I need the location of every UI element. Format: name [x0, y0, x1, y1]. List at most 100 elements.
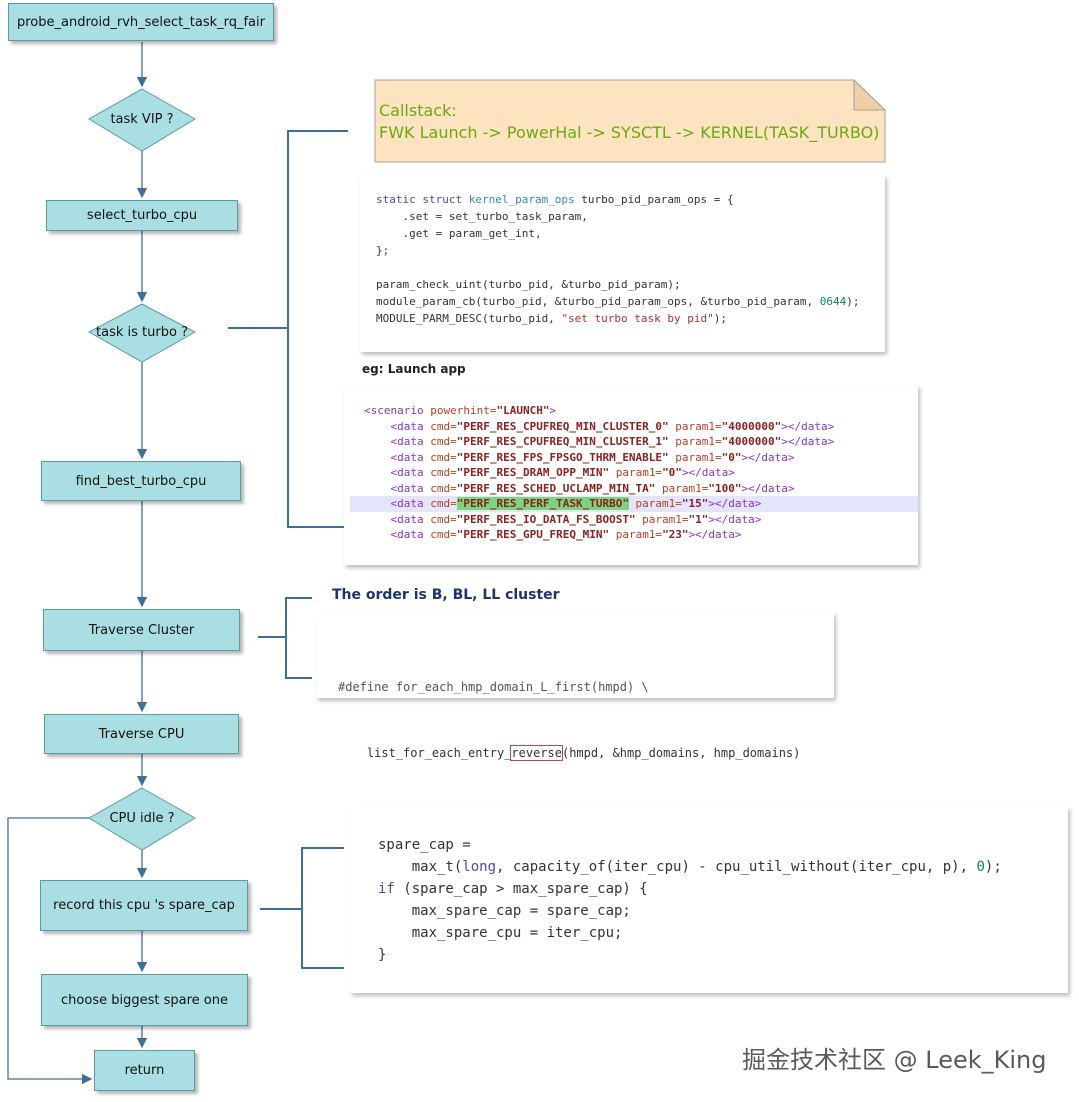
code_param-line: param_check_uint(turbo_pid, &turbo_pid_p… — [376, 276, 885, 293]
code_param-token: .set = set_turbo_task_param, — [376, 210, 588, 223]
xml-token: cmd= — [423, 419, 457, 433]
xml-token: cmd= — [423, 497, 457, 510]
task-vip-label: task VIP ? — [110, 111, 174, 127]
data-row: <data cmd="PERF_RES_FPS_FPSGO_THRM_ENABL… — [364, 450, 918, 466]
xml-token: ></data> — [781, 419, 835, 433]
code_spare-token: (spare_cap > max_spare_cap) { — [394, 881, 648, 897]
code_param-token: module_param_cb(turbo_pid, &turbo_pid_pa… — [376, 295, 820, 308]
xml-token: cmd= — [423, 528, 457, 541]
choose-biggest-node: choose biggest spare one — [41, 974, 248, 1026]
cluster-order-caption: The order is B, BL, LL cluster — [332, 587, 560, 603]
code_spare-token: spare_cap = — [378, 837, 471, 853]
data-row: <data cmd="PERF_RES_CPUFREQ_MIN_CLUSTER_… — [364, 434, 918, 450]
code_spare-token: max_t( — [378, 859, 463, 875]
xml-token: <data — [390, 419, 424, 433]
xml-token: cmd= — [423, 450, 457, 464]
start-node: probe_android_rvh_select_task_rq_fair — [8, 3, 274, 41]
xml-token: <data — [390, 512, 424, 526]
code_spare-line: if (spare_cap > max_spare_cap) { — [378, 878, 1068, 900]
xml-token: "PERF_RES_SCHED_UCLAMP_MIN_TA" — [456, 481, 656, 495]
xml-token: "23" — [662, 528, 689, 541]
code_param-token: "set turbo task by pid" — [561, 312, 714, 325]
xml-token: ></data> — [708, 512, 762, 526]
xml-token: "PERF_RES_DRAM_OPP_MIN" — [456, 466, 610, 479]
bracket-spare — [301, 847, 344, 969]
xml-token: param1= — [668, 419, 722, 433]
data-row: <data cmd="PERF_RES_SCHED_UCLAMP_MIN_TA"… — [364, 481, 918, 497]
code_param-token: kernel_param_ops — [468, 193, 575, 206]
xml-token: ></data> — [741, 481, 795, 495]
code_param-line: .set = set_turbo_task_param, — [376, 208, 885, 225]
code_param-line — [376, 259, 885, 276]
code_spare-token: max_spare_cpu = iter_cpu; — [378, 925, 623, 941]
task-is-turbo-label: task is turbo ? — [96, 324, 188, 340]
xml-token: "0" — [721, 450, 742, 464]
code-domain: #define for_each_hmp_domain_L_first(hmpd… — [338, 632, 834, 808]
code_param-token: ); — [846, 295, 860, 308]
xml-token: ></data> — [688, 528, 742, 541]
define-line: #define for_each_hmp_domain_L_first(hmpd… — [338, 680, 649, 694]
xml-token: "4000000" — [721, 419, 782, 433]
code_param-token: ); — [713, 312, 728, 325]
xml-token: "100" — [708, 481, 742, 495]
watermark: 掘金技术社区 @ Leek_King — [742, 1046, 1047, 1074]
bracket-cluster — [285, 597, 312, 679]
xml-token: "PERF_RES_CPUFREQ_MIN_CLUSTER_0" — [456, 419, 669, 433]
xml-token: param1= — [668, 435, 722, 448]
xml-token: "PERF_RES_PERF_TASK_TURBO" — [456, 497, 629, 510]
xml-token: "PERF_RES_GPU_FREQ_MIN" — [456, 528, 610, 541]
code_param-line: }; — [376, 242, 885, 259]
code_param-token: static struct — [376, 193, 469, 206]
xml-token: cmd= — [423, 435, 457, 448]
bracket-turbo — [287, 130, 348, 528]
code_param-token: MODULE_PARM_DESC(turbo_pid, — [376, 312, 562, 325]
scenario-token: powerhint= — [423, 404, 497, 417]
code_param-token: param_check_uint(turbo_pid, &turbo_pid_p… — [376, 278, 681, 291]
xml-token: "PERF_RES_CPUFREQ_MIN_CLUSTER_1" — [456, 435, 669, 448]
xml-token: <data — [390, 528, 424, 541]
traverse-cluster-node: Traverse Cluster — [43, 609, 240, 651]
xml-token: "4000000" — [721, 435, 782, 448]
code_spare-line: max_t(long, capacity_of(iter_cpu) - cpu_… — [378, 856, 1068, 878]
code_param-line: static struct kernel_param_ops turbo_pid… — [376, 191, 885, 208]
code_param-line: .get = param_get_int, — [376, 225, 885, 242]
xml-token: "0" — [662, 466, 682, 479]
xml-token: cmd= — [423, 481, 457, 495]
code_param-line: MODULE_PARM_DESC(turbo_pid, "set turbo t… — [376, 310, 885, 327]
scenario-token: <scenario — [364, 404, 424, 417]
xml-token: param1= — [609, 528, 663, 541]
xml-token: "1" — [688, 512, 709, 526]
code_spare-line: spare_cap = — [378, 834, 1068, 856]
code_spare-token: 0 — [976, 859, 985, 875]
xml-token: <data — [390, 450, 424, 464]
callstack-title: Callstack: — [379, 101, 457, 120]
code_spare-line: max_spare_cpu = iter_cpu; — [378, 922, 1068, 944]
cpu-idle-label: CPU idle ? — [109, 810, 175, 826]
data-row: <data cmd="PERF_RES_CPUFREQ_MIN_CLUSTER_… — [364, 419, 918, 435]
code-panel-domain: #define for_each_hmp_domain_L_first(hmpd… — [316, 612, 834, 761]
code-panel-param-ops: static struct kernel_param_ops turbo_pid… — [360, 175, 885, 352]
xml-token: ></data> — [781, 435, 835, 448]
code_spare-token: ); — [984, 859, 1002, 875]
code_spare-token: long — [462, 859, 497, 875]
data-row: <data cmd="PERF_RES_IO_DATA_FS_BOOST" pa… — [364, 512, 918, 528]
callstack-note — [374, 78, 887, 163]
xml-token: param1= — [609, 466, 663, 479]
xml-token: cmd= — [423, 512, 457, 526]
scenario-token: "LAUNCH" — [496, 404, 550, 417]
xml-token: <data — [390, 481, 424, 495]
code_param-token: }; — [376, 244, 390, 257]
traverse-cpu-node: Traverse CPU — [44, 714, 239, 754]
code_spare-token: if — [378, 881, 395, 897]
scenario-line: <scenario powerhint="LAUNCH"> — [364, 403, 918, 419]
return-node: return — [94, 1050, 195, 1091]
list-suffix: (hmpd, &hmp_domains, hmp_domains) — [561, 746, 801, 760]
record-spare-cap-node: record this cpu 's spare_cap — [40, 880, 248, 931]
diamond-cpu-idle — [88, 787, 196, 851]
xml-token: <data — [390, 435, 424, 448]
xml-panel-launch: <scenario powerhint="LAUNCH"> <data cmd=… — [344, 385, 918, 565]
launch-scenario-xml: <scenario powerhint="LAUNCH"> <data cmd=… — [350, 403, 918, 543]
xml-token: <data — [390, 466, 424, 479]
xml-token: param1= — [655, 481, 709, 495]
